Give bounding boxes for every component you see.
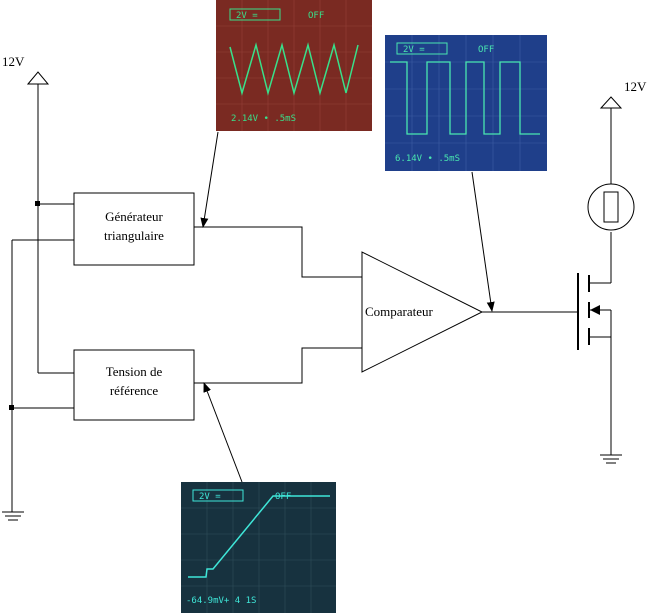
triangle-scope-volts: 2V = (236, 11, 258, 21)
pwm-scope-pointer (471, 171, 495, 312)
right-supply-arrow (599, 96, 623, 109)
ramp-scope-pointer (203, 382, 243, 483)
pwm-scope: 2V = OFF 6.14V • .5mS (385, 35, 547, 171)
comparator-label: Comparateur (365, 304, 434, 319)
generator-block: Générateur triangulaire (73, 192, 195, 266)
ramp-scope-readout: -64.9mV+ 4 1S (186, 596, 256, 606)
supply-junction-dot (35, 201, 40, 206)
ramp-scope: 2V = OFF -64.9mV+ 4 1S (181, 482, 336, 613)
generator-label-line2: triangulaire (104, 228, 164, 243)
right-ground-symbol (600, 454, 622, 464)
pwm-scope-status: OFF (478, 45, 494, 55)
pwm-scope-readout: 6.14V • .5mS (395, 154, 460, 164)
left-supply-arrow (26, 71, 50, 85)
triangle-waveform (229, 42, 359, 96)
reference-signal-wire (194, 347, 362, 384)
triangle-scope-status: OFF (308, 11, 324, 21)
reference-label-line1: Tension de (106, 364, 163, 379)
ramp-scope-status: OFF (275, 492, 291, 502)
pwm-waveform (390, 61, 540, 135)
reference-label-line2: référence (110, 383, 159, 398)
pwm-scope-volts: 2V = (403, 45, 425, 55)
ramp-waveform (188, 495, 330, 578)
lamp-load-symbol (587, 183, 635, 231)
triangle-scope-pointer (200, 131, 219, 228)
comparator-block: Comparateur (361, 251, 484, 373)
generator-label-line1: Générateur (105, 209, 163, 224)
ramp-scope-volts: 2V = (199, 492, 221, 502)
triangle-signal-wire (194, 226, 362, 278)
left-supply-label: 12V (2, 54, 25, 69)
reference-block: Tension de référence (73, 349, 195, 421)
right-supply-label: 12V (624, 79, 647, 94)
mosfet-symbol (577, 273, 612, 350)
left-ground-symbol (2, 511, 24, 521)
triangle-scope-readout: 2.14V • .5mS (231, 114, 296, 124)
ground-junction-dot (9, 405, 14, 410)
triangle-scope: 2V = OFF 2.14V • .5mS (216, 0, 372, 131)
